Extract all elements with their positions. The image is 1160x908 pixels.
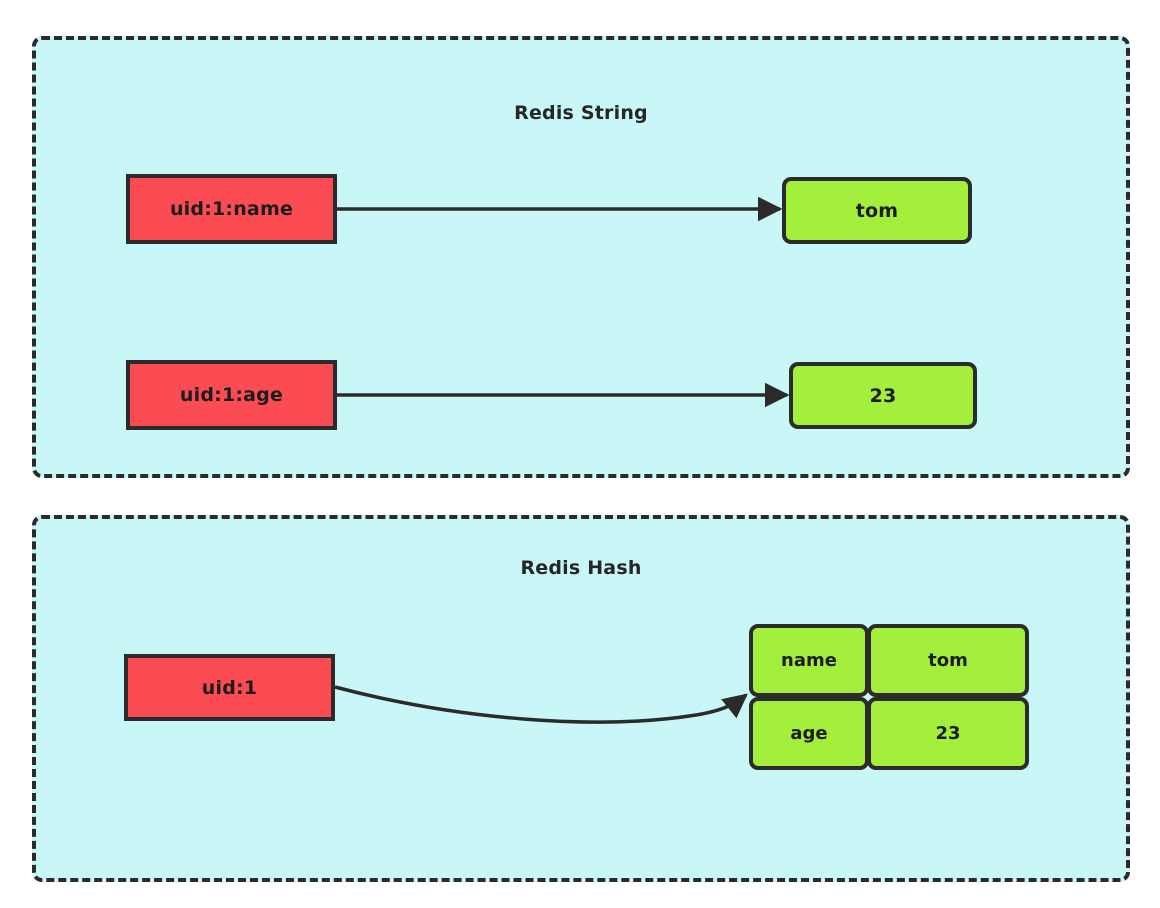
hash-field-name[interactable]: name [749, 624, 869, 697]
arrow-uid1-to-hash-table [334, 685, 748, 724]
panel-title-redis-string: Redis String [514, 102, 648, 124]
hash-value-age[interactable]: 23 [867, 697, 1029, 770]
hash-value-name[interactable]: tom [867, 624, 1029, 697]
key-node-uid-1[interactable]: uid:1 [124, 654, 335, 721]
value-node-tom[interactable]: tom [782, 177, 972, 244]
hash-field-age[interactable]: age [749, 697, 869, 770]
panel-title-redis-hash: Redis Hash [520, 557, 642, 579]
panel-redis-string: Redis String uid:1:name uid:1:age tom 23 [32, 36, 1130, 478]
value-node-23[interactable]: 23 [789, 362, 977, 429]
panel-redis-hash: Redis Hash uid:1 name tom age 23 [32, 515, 1130, 882]
key-node-uid-1-name[interactable]: uid:1:name [126, 174, 337, 244]
key-node-uid-1-age[interactable]: uid:1:age [126, 360, 337, 430]
